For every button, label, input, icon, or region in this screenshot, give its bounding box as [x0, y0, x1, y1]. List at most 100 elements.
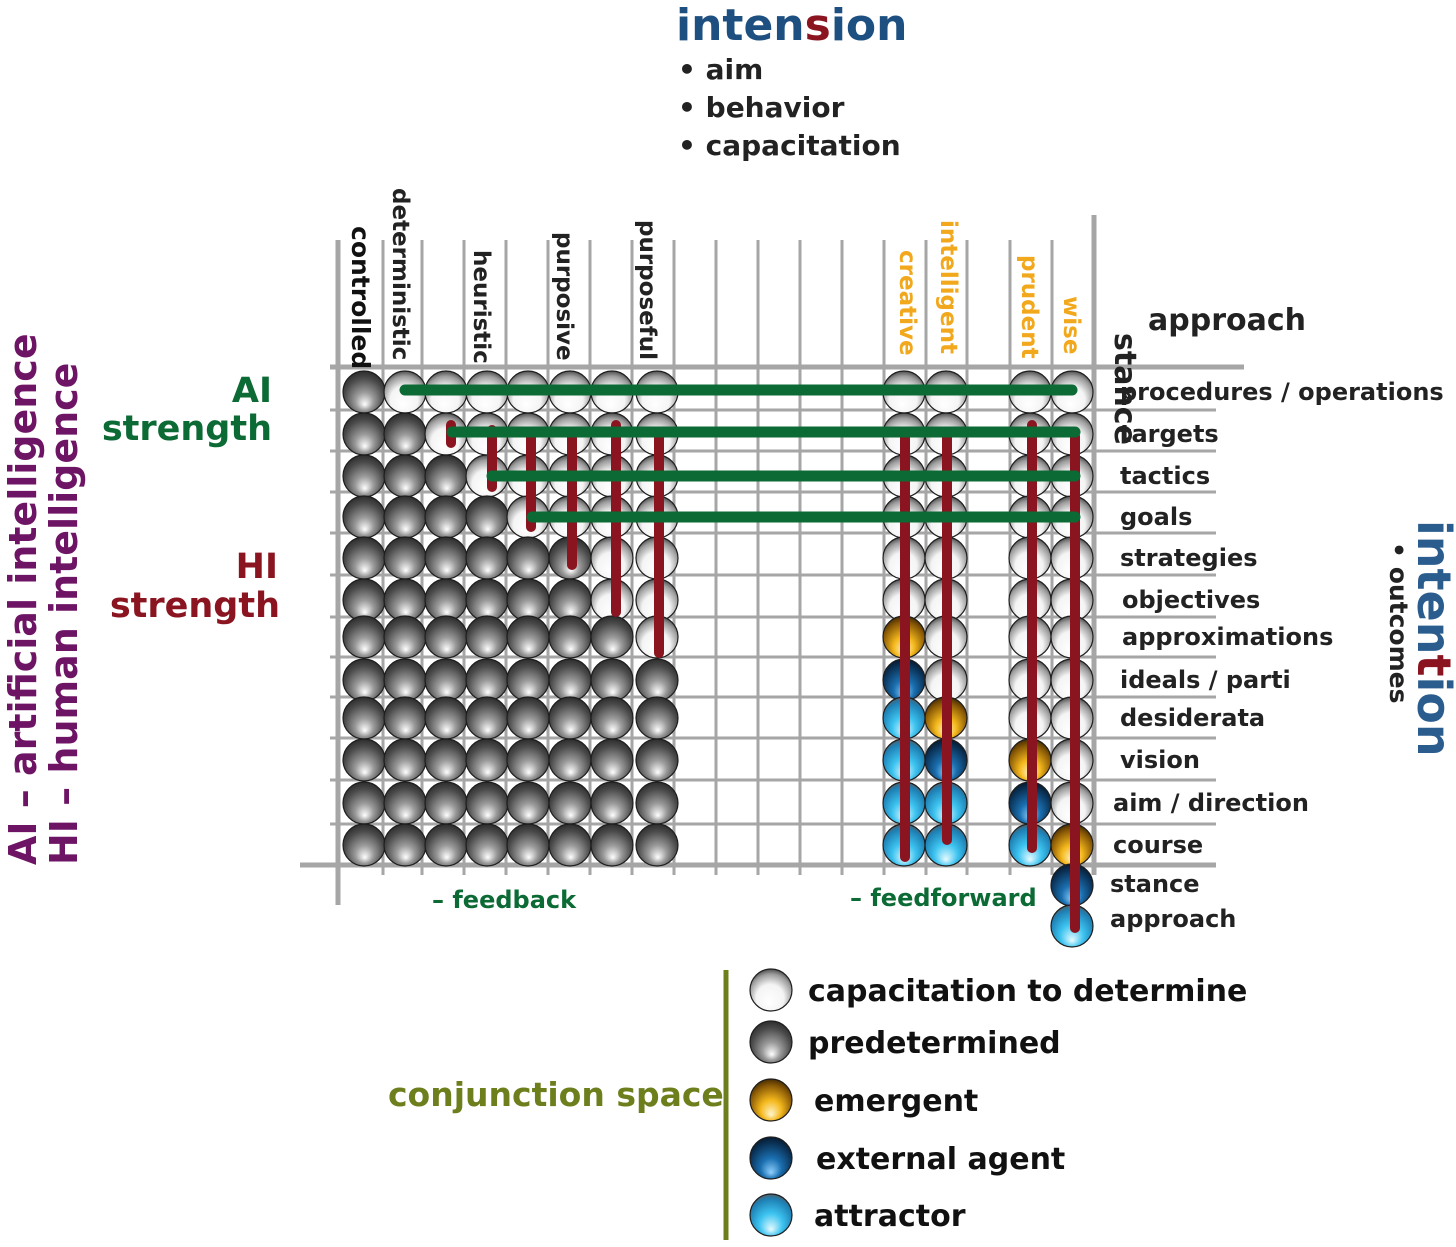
legend-navy-sphere [749, 1136, 793, 1180]
gray-sphere [548, 615, 592, 659]
gray-sphere [342, 781, 386, 825]
intension-item: • aim [678, 53, 763, 86]
legend-white-sphere [749, 968, 793, 1012]
gray-sphere [424, 495, 468, 539]
gray-sphere [548, 781, 592, 825]
intension-items: • aim • behavior • capacitation [678, 53, 901, 162]
intension-item: • capacitation [678, 129, 901, 162]
gray-sphere [383, 412, 427, 456]
legend-gold-sphere [749, 1078, 793, 1122]
legend-title: conjunction space [388, 1075, 724, 1114]
row-label: course [1113, 831, 1203, 859]
legend-label: attractor [814, 1199, 966, 1234]
approach-label: approach [1148, 303, 1306, 338]
connector-bars [399, 384, 1081, 933]
gray-sphere [383, 495, 427, 539]
row-label: vision [1120, 746, 1200, 774]
gray-sphere [590, 615, 634, 659]
gray-sphere [635, 823, 679, 867]
ai-definition: AI – artificial intelligence [1, 333, 45, 865]
gray-sphere [465, 615, 509, 659]
gray-sphere [383, 578, 427, 622]
row-label: desiderata [1120, 704, 1265, 732]
row-label: stance [1110, 870, 1200, 898]
ai-strength-label-2: strength [102, 409, 272, 449]
gray-sphere [465, 696, 509, 740]
gray-sphere [465, 658, 509, 702]
row-label: ideals / parti [1120, 666, 1291, 694]
legend-label: emergent [814, 1084, 978, 1119]
gray-sphere [342, 412, 386, 456]
ai-strength-label: AI [232, 371, 272, 411]
intension-item: • behavior [678, 91, 845, 124]
gray-sphere [465, 738, 509, 782]
gray-sphere [424, 781, 468, 825]
gray-sphere [383, 658, 427, 702]
gray-sphere [342, 658, 386, 702]
gray-sphere [383, 823, 427, 867]
hi-strength-label-2: strength [110, 586, 280, 626]
row-label: goals [1120, 503, 1192, 531]
gray-sphere [635, 738, 679, 782]
legend-gray-sphere [749, 1020, 793, 1064]
column-label: prudent [1016, 255, 1042, 359]
intension-title: intension [676, 0, 907, 51]
gray-sphere [342, 536, 386, 580]
gray-sphere [342, 370, 386, 414]
gray-sphere [342, 454, 386, 498]
column-label: purposive [551, 232, 577, 361]
row-label: approximations [1122, 623, 1333, 651]
gray-sphere [342, 495, 386, 539]
gray-sphere [465, 823, 509, 867]
gray-sphere [424, 615, 468, 659]
row-labels: procedures / operationstargetstacticsgoa… [1110, 378, 1444, 933]
row-label: approach [1110, 905, 1236, 933]
legend: capacitation to determinepredeterminedem… [749, 968, 1247, 1237]
gray-sphere [424, 536, 468, 580]
gray-sphere [590, 658, 634, 702]
gray-sphere [506, 578, 550, 622]
gray-sphere [506, 615, 550, 659]
intention-label: intention • outcomes [1384, 520, 1456, 757]
gray-sphere [590, 781, 634, 825]
feedforward-label: – feedforward [850, 884, 1037, 912]
gray-sphere [424, 738, 468, 782]
gray-sphere [383, 454, 427, 498]
gray-sphere [383, 738, 427, 782]
gray-sphere [506, 696, 550, 740]
gray-sphere [424, 658, 468, 702]
gray-sphere [548, 578, 592, 622]
feedback-label: – feedback [432, 886, 577, 914]
row-label: targets [1120, 420, 1219, 448]
gray-sphere [590, 738, 634, 782]
gray-sphere [635, 696, 679, 740]
column-label: purposeful [634, 220, 660, 360]
hi-strength-label: HI [236, 547, 278, 587]
column-label: heuristic [468, 250, 494, 364]
intention-title: intention [1407, 520, 1456, 757]
gray-sphere [506, 823, 550, 867]
gray-sphere [465, 578, 509, 622]
row-label: aim / direction [1113, 789, 1309, 817]
intention-outcomes: • outcomes [1384, 542, 1413, 704]
gray-sphere [465, 495, 509, 539]
gray-sphere [424, 454, 468, 498]
gray-sphere [424, 823, 468, 867]
gray-sphere [506, 781, 550, 825]
gray-sphere [590, 696, 634, 740]
gray-sphere [548, 823, 592, 867]
gray-sphere [548, 696, 592, 740]
legend-cyan-sphere [749, 1193, 793, 1237]
gray-sphere [342, 696, 386, 740]
hi-definition: HI – human intelligence [42, 363, 86, 865]
row-label: objectives [1122, 586, 1260, 614]
gray-sphere [465, 781, 509, 825]
column-label: wise [1058, 296, 1084, 354]
gray-sphere [383, 615, 427, 659]
gray-sphere [465, 536, 509, 580]
gray-sphere [342, 823, 386, 867]
gray-sphere [383, 536, 427, 580]
gray-sphere [342, 738, 386, 782]
